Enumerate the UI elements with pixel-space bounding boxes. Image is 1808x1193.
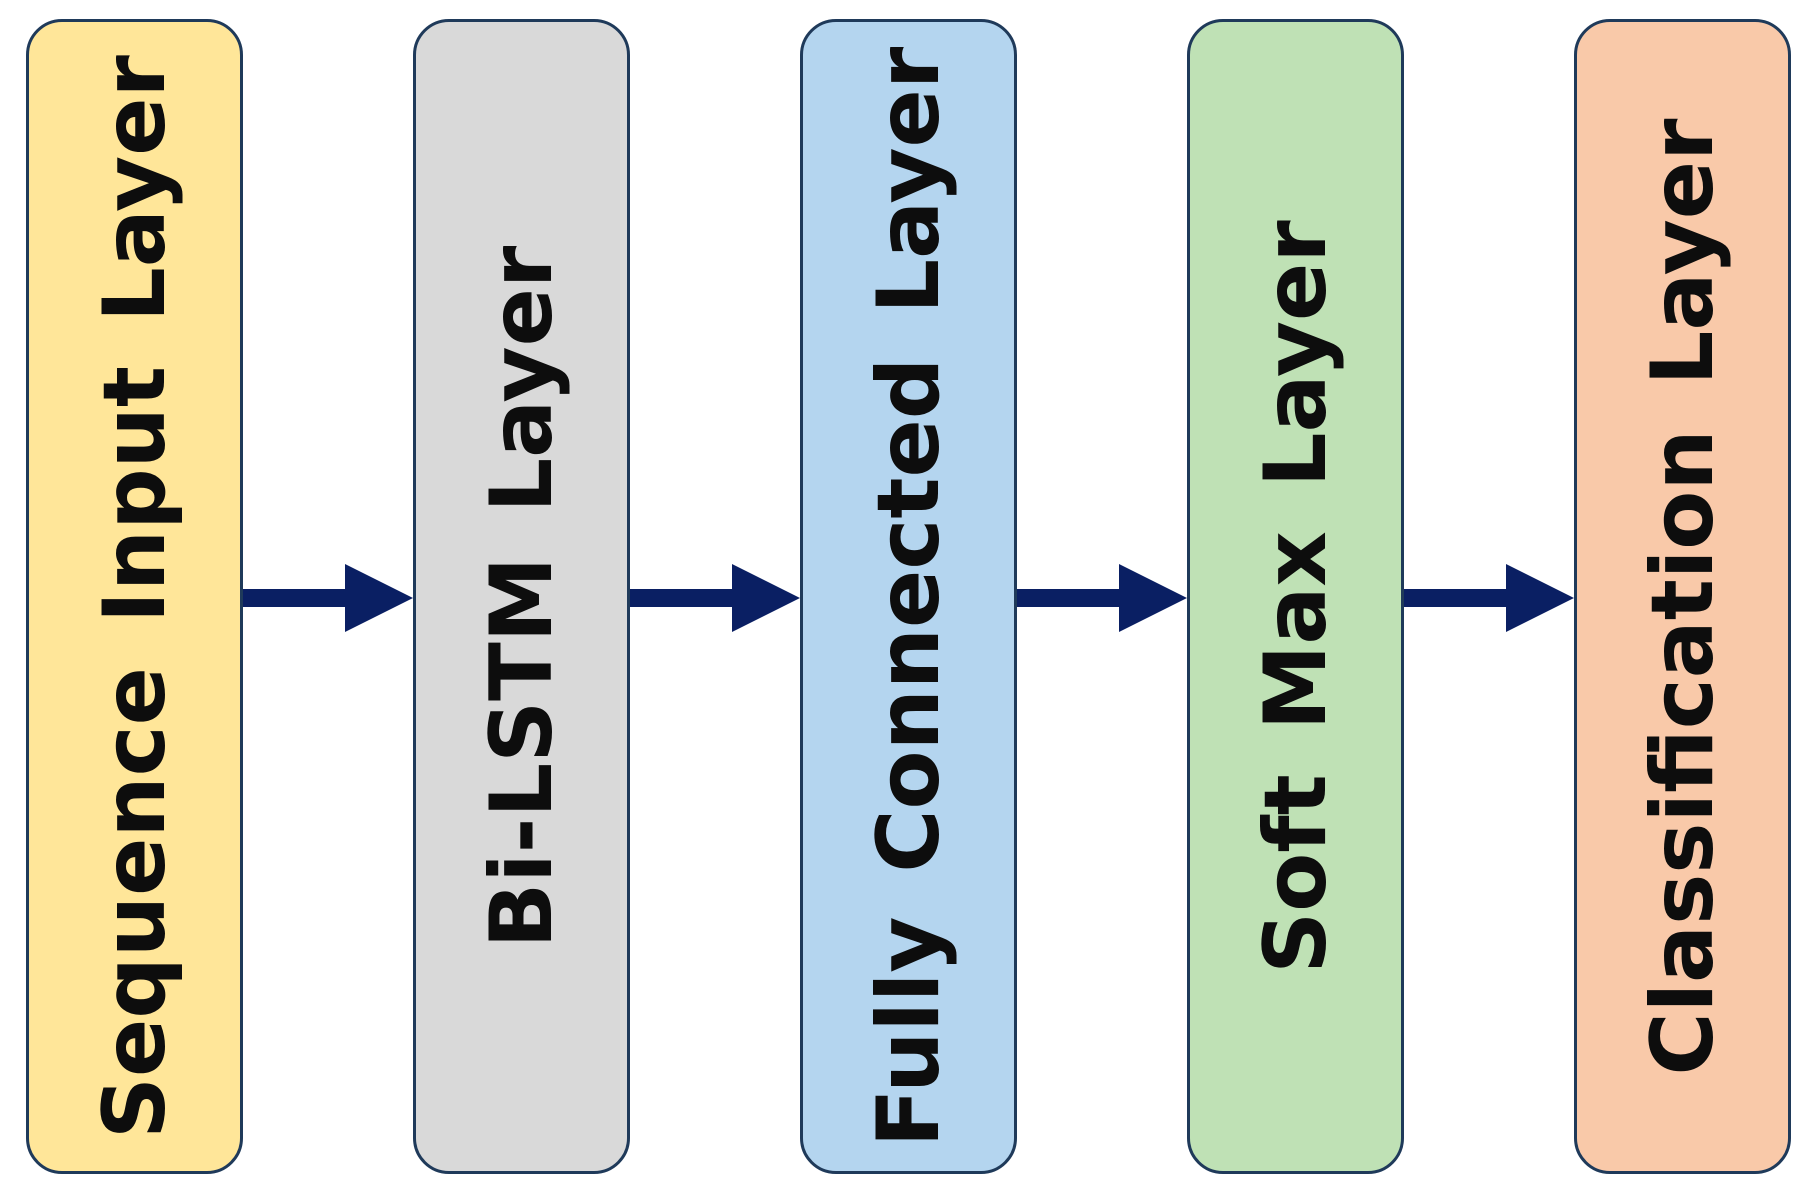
soft-max-layer-box: Soft Max Layer <box>1187 19 1404 1174</box>
layer-label: Classification Layer <box>1632 117 1733 1076</box>
arrow-3 <box>1017 564 1187 632</box>
bi-lstm-layer-box: Bi-LSTM Layer <box>413 19 630 1174</box>
layer-label: Fully Connected Layer <box>858 46 959 1147</box>
fully-connected-layer-box: Fully Connected Layer <box>800 19 1017 1174</box>
arrow-1 <box>243 564 413 632</box>
arrow-2 <box>630 564 800 632</box>
layer-label: Soft Max Layer <box>1245 219 1346 974</box>
layer-label: Bi-LSTM Layer <box>471 245 572 948</box>
arrow-4 <box>1404 564 1574 632</box>
classification-layer-box: Classification Layer <box>1574 19 1791 1174</box>
sequence-input-layer-box: Sequence Input Layer <box>26 19 243 1174</box>
layer-label: Sequence Input Layer <box>84 54 185 1139</box>
